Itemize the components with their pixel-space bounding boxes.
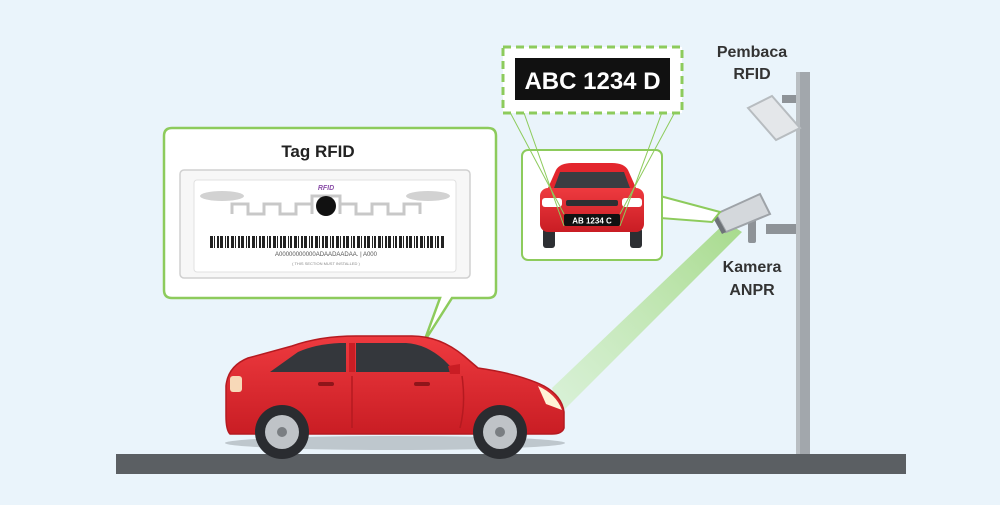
barcode-bar: [217, 236, 219, 248]
barcode-bar: [273, 236, 276, 248]
barcode-bar: [388, 236, 391, 248]
barcode-bar: [416, 236, 418, 248]
rfid-reader-label-line1: Pembaca: [717, 44, 787, 61]
small-plate-text: AB 1234 C: [572, 217, 612, 226]
barcode-bar: [238, 236, 240, 248]
barcode-bar: [262, 236, 265, 248]
barcode-bar: [269, 236, 271, 248]
barcode-bar: [430, 236, 433, 248]
anpr-camera-label-line1: Kamera: [723, 259, 782, 276]
rfid-tag-barcode: [210, 236, 444, 248]
barcode-bar: [235, 236, 236, 248]
barcode-bar: [435, 236, 436, 248]
anpr-camera-label-line2: ANPR: [729, 282, 775, 299]
barcode-bar: [304, 236, 307, 248]
rfid-tag-code: A00000000000ADAADAADAA. | A000: [275, 252, 378, 258]
barcode-bar: [361, 236, 362, 248]
barcode-bar: [346, 236, 349, 248]
barcode-bar: [210, 236, 213, 248]
barcode-bar: [441, 236, 444, 248]
barcode-bar: [298, 236, 299, 248]
barcode-bar: [225, 236, 226, 248]
barcode-bar: [385, 236, 387, 248]
barcode-bar: [427, 236, 429, 248]
barcode-bar: [332, 236, 334, 248]
car-front-view: AB 1234 C: [540, 163, 644, 248]
barcode-bar: [246, 236, 247, 248]
barcode-bar: [283, 236, 286, 248]
barcode-bar: [301, 236, 303, 248]
plate-zoom-lines: [502, 95, 683, 227]
barcode-bar: [437, 236, 439, 248]
barcode-bar: [399, 236, 402, 248]
barcode-bar: [420, 236, 423, 248]
barcode-bar: [409, 236, 412, 248]
barcode-bar: [252, 236, 255, 248]
barcode-bar: [357, 236, 360, 248]
barcode-bar: [403, 236, 404, 248]
barcode-bar: [231, 236, 234, 248]
pole: [796, 72, 810, 454]
barcode-bar: [340, 236, 341, 248]
rfid-tag-logo: RFID: [318, 185, 334, 192]
barcode-bar: [248, 236, 250, 248]
barcode-bar: [353, 236, 355, 248]
barcode-bar: [336, 236, 339, 248]
barcode-bar: [267, 236, 268, 248]
rfid-tag-fine-print: ( THIS SECTION MUST INSTALLED ): [292, 261, 360, 266]
camera-beam: [552, 222, 742, 412]
car-callout: AB 1234 C: [521, 149, 663, 261]
barcode-bar: [378, 236, 381, 248]
barcode-bar: [364, 236, 366, 248]
barcode-bar: [280, 236, 282, 248]
barcode-bar: [372, 236, 373, 248]
car-side-view: [225, 335, 565, 459]
barcode-bar: [277, 236, 278, 248]
rfid-tag-callout: Tag RFID RFID A00000000000ADAADAADAA. | …: [162, 126, 498, 343]
barcode-bar: [382, 236, 383, 248]
barcode-bar: [343, 236, 345, 248]
barcode-bar: [220, 236, 223, 248]
rfid-reader-label-line2: RFID: [733, 66, 770, 83]
rfid-tag-title: Tag RFID: [281, 142, 354, 161]
rfid-chip: [316, 196, 336, 216]
barcode-bar: [256, 236, 257, 248]
barcode-bar: [393, 236, 394, 248]
rfid-reader-device: [746, 94, 802, 142]
barcode-bar: [290, 236, 292, 248]
barcode-bar: [424, 236, 425, 248]
barcode-bar: [315, 236, 318, 248]
barcode-bar: [395, 236, 397, 248]
barcode-bar: [351, 236, 352, 248]
plate-zoom-box: ABC 1234 D: [501, 45, 684, 115]
barcode-bar: [259, 236, 261, 248]
rear-wheel: [255, 405, 309, 459]
barcode-bar: [367, 236, 370, 248]
barcode-bar: [241, 236, 244, 248]
barcode-bar: [406, 236, 408, 248]
barcode-bar: [319, 236, 320, 248]
large-plate-text: ABC 1234 D: [524, 68, 660, 95]
barcode-bar: [214, 236, 215, 248]
barcode-bar: [294, 236, 297, 248]
barcode-bar: [311, 236, 313, 248]
barcode-bar: [288, 236, 289, 248]
front-wheel: [473, 405, 527, 459]
barcode-bar: [309, 236, 310, 248]
barcode-bar: [322, 236, 324, 248]
barcode-bar: [374, 236, 376, 248]
barcode-bar: [227, 236, 229, 248]
rfid-antenna-ends: [200, 191, 450, 201]
barcode-bar: [330, 236, 331, 248]
barcode-bar: [325, 236, 328, 248]
road: [116, 454, 906, 474]
barcode-bar: [414, 236, 415, 248]
